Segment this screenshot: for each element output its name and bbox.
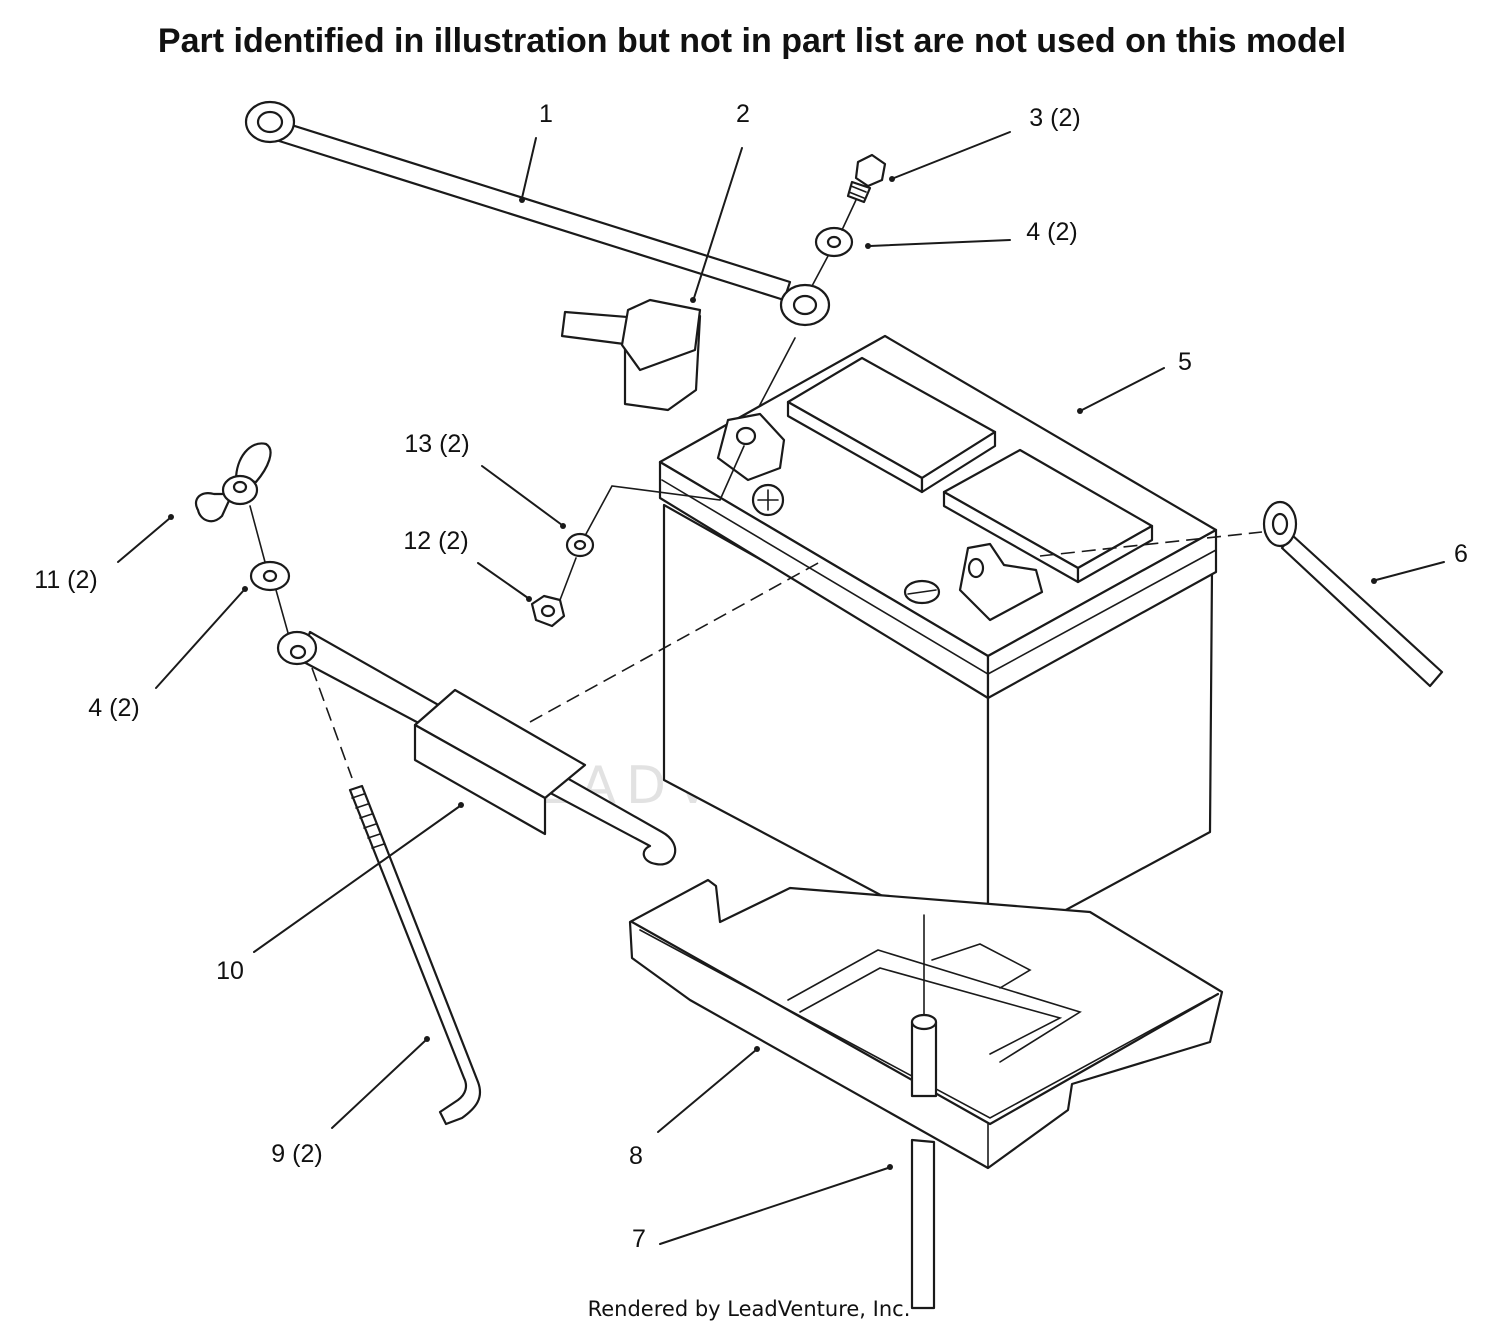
callout-4-left: 4 (2) <box>88 694 139 722</box>
header-note: Part identified in illustration but not … <box>158 22 1346 60</box>
part-4-washer-left <box>249 560 291 592</box>
axis-line-bracket <box>529 561 821 723</box>
callout-6: 6 <box>1454 540 1468 568</box>
callout-4-top: 4 (2) <box>1026 218 1077 246</box>
part-7-rod <box>910 1138 936 1310</box>
callout-13: 13 (2) <box>404 430 469 458</box>
callout-1: 1 <box>539 100 553 128</box>
part-5-battery <box>658 334 1218 954</box>
callout-5: 5 <box>1178 348 1192 376</box>
part-3-bolt <box>846 153 887 204</box>
part-11-wing-nut <box>194 442 272 523</box>
axis-line-cable-6 <box>1039 531 1263 557</box>
callout-2: 2 <box>736 100 750 128</box>
part-13-lock-washer <box>565 532 595 558</box>
part-2-terminal-cover <box>560 298 702 412</box>
part-10-hold-down-bracket <box>276 630 677 866</box>
axis-line-nut <box>559 445 745 601</box>
callout-9: 9 (2) <box>271 1140 322 1168</box>
part-12-nut <box>530 594 566 628</box>
callout-8: 8 <box>629 1142 643 1170</box>
part-8-tray-post <box>910 1013 938 1098</box>
footer-credit: Rendered by LeadVenture, Inc. <box>588 1297 911 1321</box>
callout-10: 10 <box>216 957 244 985</box>
callout-3: 3 (2) <box>1029 104 1080 132</box>
part-4-washer-top <box>814 226 854 258</box>
part-9-j-bolt <box>348 784 482 1126</box>
callout-11: 11 (2) <box>34 566 97 594</box>
callout-12: 12 (2) <box>403 527 468 555</box>
axis-line-wing-nut <box>249 505 266 563</box>
callout-7: 7 <box>632 1225 646 1253</box>
part-1-cable <box>244 100 831 327</box>
axis-line-washer <box>811 255 829 287</box>
part-6-cable <box>1262 500 1444 688</box>
axis-line-bolt <box>841 199 857 231</box>
axis-line-washer-left <box>275 589 291 641</box>
leader-lines <box>117 131 1445 1245</box>
axis-line-j-bolt <box>311 667 353 779</box>
